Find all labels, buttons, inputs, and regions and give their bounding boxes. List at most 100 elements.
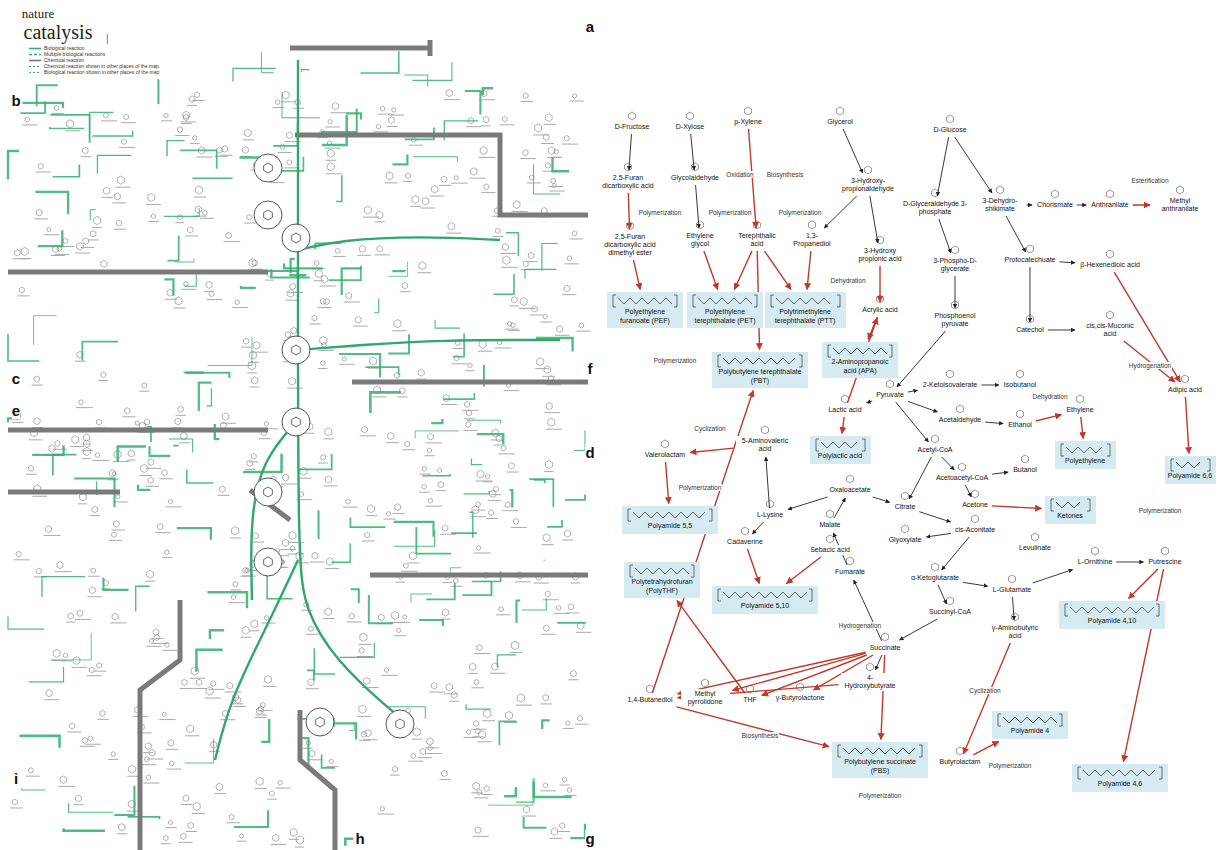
panel-letter: h [355, 830, 364, 847]
polymer-box: Polylactic acid [810, 436, 871, 463]
repeat-unit-sketch [1062, 603, 1162, 617]
chemical-reaction-arrow [879, 266, 880, 302]
biological-reaction-arrow [955, 137, 992, 193]
node-text: Isobutanol [1004, 381, 1036, 389]
legend-line-sample [28, 58, 42, 63]
compound-name: Butyrolactam [938, 757, 983, 767]
node-text: 3-Dehydro-shikimate [978, 197, 1023, 213]
compound-name: Putrescine [1146, 557, 1183, 567]
repeat-unit-sketch [627, 564, 697, 578]
node-text: Acetaldehyde [939, 416, 981, 424]
biological-reaction-arrow [955, 276, 956, 308]
biological-reaction-arrow [963, 582, 988, 586]
compound-name: Terephthalic acid [733, 231, 782, 249]
compound-name: D-Xylose [674, 122, 706, 132]
reaction-label: Biosynthesis [741, 732, 780, 739]
node-text: cis-Aconitate [955, 526, 995, 534]
chemical-reaction-arrow [1036, 415, 1062, 421]
legend-line-sample [28, 64, 42, 69]
compound-name: Glyoxylate [887, 535, 924, 545]
node-text: Adipic acid [1168, 386, 1202, 394]
node-text: Glycolaldehyde [671, 174, 719, 182]
compound-name: Cadaverine [725, 537, 765, 547]
biological-reaction-arrow [985, 422, 1003, 423]
compound-name: Anthranilate [1089, 200, 1130, 210]
node-text: 1,4-Butanediol [627, 696, 672, 704]
node-text: L-Ornithine [1078, 558, 1113, 566]
compound-name: Chorismate [1035, 200, 1075, 210]
node-text: Polyethylene [1058, 457, 1113, 465]
node-text: Acetyl-CoA [917, 446, 952, 454]
compound-name: Succinyl-CoA [927, 607, 973, 617]
compound-name: cis-Aconitate [953, 525, 997, 535]
compound-name: Acetaldehyde [937, 415, 983, 425]
compound-name: Ethylene glycol [676, 231, 725, 249]
biological-reaction-arrow [942, 457, 954, 470]
node-text: Citrate [895, 503, 916, 511]
chemical-reaction-arrow [1185, 397, 1189, 453]
node-text: D-Xylose [676, 123, 704, 131]
compound-name: Phosphoenol pyruvate [926, 311, 985, 329]
biological-reaction-arrow [908, 401, 938, 412]
repeat-unit-sketch [1075, 766, 1165, 780]
node-text: 5-Aminovaleric acid [738, 437, 793, 453]
compound-name: Malate [817, 520, 842, 530]
compound-name: Acetyl-CoA [915, 445, 954, 455]
node-text: Methyl pyrrolidone [683, 690, 728, 706]
biological-reaction-arrow [691, 134, 695, 170]
compound-name: Pyruvate [874, 390, 906, 400]
node-text: D-Glucose [933, 126, 966, 134]
node-text: α-Ketoglutarate [911, 574, 959, 582]
chemical-reaction-arrow [747, 549, 759, 583]
compound-name: 3-Hydroxy-propionaldehyde [836, 176, 900, 194]
node-text: Catechol [1016, 326, 1044, 334]
biological-reaction-arrow [1048, 329, 1075, 330]
biological-reaction-arrow [629, 134, 632, 170]
node-text: THF [743, 696, 757, 704]
reaction-label: Polymerization [988, 762, 1033, 769]
reaction-label: Dehydration [829, 277, 866, 284]
biological-reaction-arrow [896, 402, 929, 442]
compound-name: Lactic acid [826, 405, 863, 415]
journal-logo: nature [22, 6, 54, 22]
molecule-sketches [625, 107, 1189, 755]
node-text: Ketones [1048, 512, 1093, 520]
compound-name: THF [741, 695, 759, 705]
repeat-unit-sketch [690, 294, 760, 308]
node-text: 2,5-Furan dicarboxylic acid dimethyl est… [600, 233, 660, 257]
compound-name: 5-Aminovaleric acid [736, 436, 795, 454]
compound-name: Oxaloacetate [827, 485, 872, 495]
biological-reaction-arrow [926, 533, 951, 537]
chemical-reaction-arrow [1133, 204, 1150, 205]
chemical-reaction-arrow [992, 506, 1042, 509]
polymer-box: Polybutylene succinate (PBS) [832, 742, 928, 777]
repeat-unit-sketch [1168, 458, 1213, 472]
biological-reaction-arrow [938, 585, 946, 604]
biological-reaction-arrow [766, 457, 770, 508]
compound-name: Citrate [893, 502, 918, 512]
node-text: Polyamide 4,10 [1062, 617, 1162, 625]
reaction-label: Oxidation [725, 171, 754, 178]
repeat-unit-sketch [995, 713, 1065, 727]
biological-reaction-arrow [1027, 204, 1033, 205]
node-text: Terephthalic acid [735, 232, 780, 248]
chemical-reaction-arrow [666, 462, 669, 503]
compound-name: β-Hexenedioic acid [1078, 260, 1142, 270]
node-text: Chorismate [1037, 201, 1073, 209]
polymer-box: Polyethylene [1055, 441, 1116, 468]
polymer-box: Polyamide 4,6 [1072, 764, 1168, 791]
repeat-unit-sketch [813, 438, 868, 452]
biological-reaction-arrow [1059, 261, 1075, 263]
node-text: Butanol [1013, 466, 1037, 474]
compound-name: 1,4-Butanediol [625, 695, 674, 705]
node-text: Glyoxylate [889, 536, 922, 544]
biological-reaction-arrow [854, 580, 882, 641]
biological-reaction-arrow [965, 485, 971, 497]
reaction-label: Dehydration [1031, 393, 1068, 400]
node-text: Polylactic acid [813, 452, 868, 460]
node-text: 3-Hydroxy propionic acid [853, 247, 908, 263]
compound-name: Levulinate [1017, 543, 1053, 553]
chemical-reaction-arrow [690, 448, 733, 452]
compound-name: α-Ketoglutarate [909, 573, 961, 583]
biological-reaction-arrow [788, 497, 827, 509]
